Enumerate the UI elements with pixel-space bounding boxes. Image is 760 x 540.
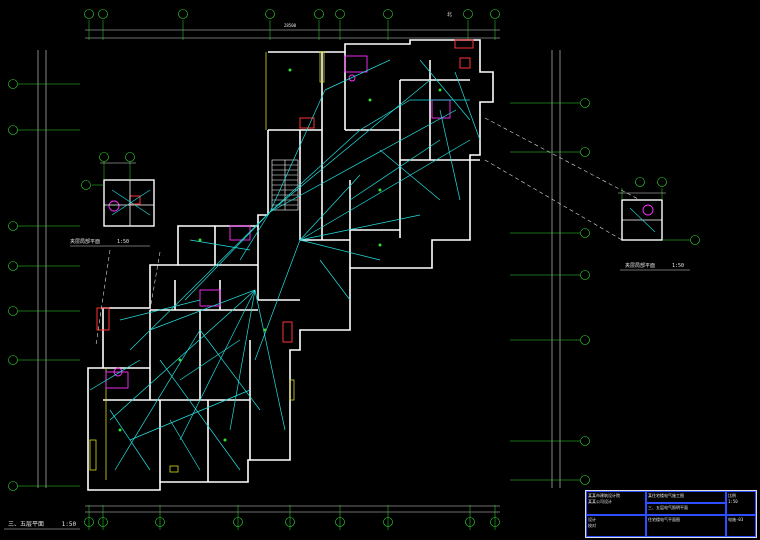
axis-bubble-b1: [84, 517, 94, 527]
top-total-dimension: 28500: [284, 23, 297, 28]
axis-bubble-l5: [8, 306, 18, 316]
title-block-unit: 某某市建筑设计院 某某公司设计: [586, 491, 646, 515]
title-block: 某某市建筑设计院 某某公司设计 某住宅楼电气施工图 三、五层电气照明平面 住宅楼…: [585, 490, 757, 538]
axis-bubble-r5: [580, 335, 590, 345]
axis-bubble-l2: [8, 125, 18, 135]
axis-bubble-b2: [98, 517, 108, 527]
sign-label: 设计: [588, 517, 596, 522]
axis-bubbles: [8, 9, 590, 527]
axis-bubble-r2: [580, 147, 590, 157]
scale-value: 1:50: [728, 499, 738, 504]
axis-bubble-l6: [8, 355, 18, 365]
dimension-lines: [37, 29, 561, 513]
red-markers: [96, 39, 474, 343]
axis-bubble-2: [98, 9, 108, 19]
axis-bubble-r7: [580, 475, 590, 485]
axis-bubble-l7: [8, 481, 18, 491]
title-block-project: 某住宅楼电气施工图: [646, 491, 726, 503]
axis-bubble-r3: [580, 228, 590, 238]
right-inset-scale: 1:50: [672, 263, 685, 269]
axis-bubble-6: [335, 9, 345, 19]
title-block-signatures: 设计 校对: [586, 515, 646, 537]
axis-bubble-9: [490, 9, 500, 19]
axis-bubble-7: [383, 9, 393, 19]
axis-bubble-l1: [8, 79, 18, 89]
axis-bubble-b7: [383, 517, 393, 527]
main-plan-label: 三、五层平面: [8, 521, 45, 528]
axis-bubble-4: [265, 9, 275, 19]
title-block-sheet-no: 电施-03: [726, 515, 756, 537]
project-name: 某住宅楼电气施工图: [648, 493, 684, 498]
axis-bubble-b5: [285, 517, 295, 527]
axis-bubble-8: [463, 9, 473, 19]
left-inset-label: 夹层局部平面: [70, 239, 101, 245]
unit-line-1: 某某市建筑设计院: [588, 493, 620, 498]
main-plan-caption: 三、五层平面 1:50: [8, 519, 76, 528]
check-label: 校对: [588, 523, 596, 528]
main-plan-scale: 1:50: [61, 521, 77, 528]
axis-bubble-l4: [8, 261, 18, 271]
right-inset-caption: 夹层局部平面 1:50: [625, 262, 684, 269]
axis-bubble-b8: [465, 517, 475, 527]
left-inset-scale: 1:50: [117, 239, 130, 245]
device-symbols: [118, 68, 442, 442]
left-inset-caption: 夹层局部平面 1:50: [70, 238, 129, 245]
right-inset: [618, 177, 700, 271]
left-inset: [70, 152, 155, 247]
wiring-network: [89, 59, 481, 471]
sheet-title: 三、五层电气照明平面: [648, 505, 688, 510]
axis-bubble-5: [314, 9, 324, 19]
axis-bubble-r4: [580, 270, 590, 280]
axis-bubble-b9: [490, 517, 500, 527]
axis-bubble-1: [84, 9, 94, 19]
title-block-sheet-title: 三、五层电气照明平面: [646, 503, 726, 515]
right-inset-label: 夹层局部平面: [625, 263, 656, 269]
title-block-scale: 比例 1:50: [726, 491, 756, 515]
axis-bubble-b3: [155, 517, 165, 527]
axis-bubble-r6: [580, 436, 590, 446]
axis-bubble-3: [178, 9, 188, 19]
axis-bubble-l3: [8, 221, 18, 231]
sheet-subtitle: 住宅楼电气平面图: [648, 517, 680, 522]
axis-bubble-b4: [233, 517, 243, 527]
sheet-number: 电施-03: [728, 517, 744, 522]
unit-line-2: 某某公司设计: [588, 499, 612, 504]
north-mark: 北: [447, 11, 452, 18]
axis-bubble-b6: [335, 517, 345, 527]
inset-leaders: [95, 117, 641, 346]
title-block-subtitle: 住宅楼电气平面图: [646, 515, 726, 537]
scale-label: 比例: [728, 493, 736, 498]
axis-bubble-r1: [580, 98, 590, 108]
